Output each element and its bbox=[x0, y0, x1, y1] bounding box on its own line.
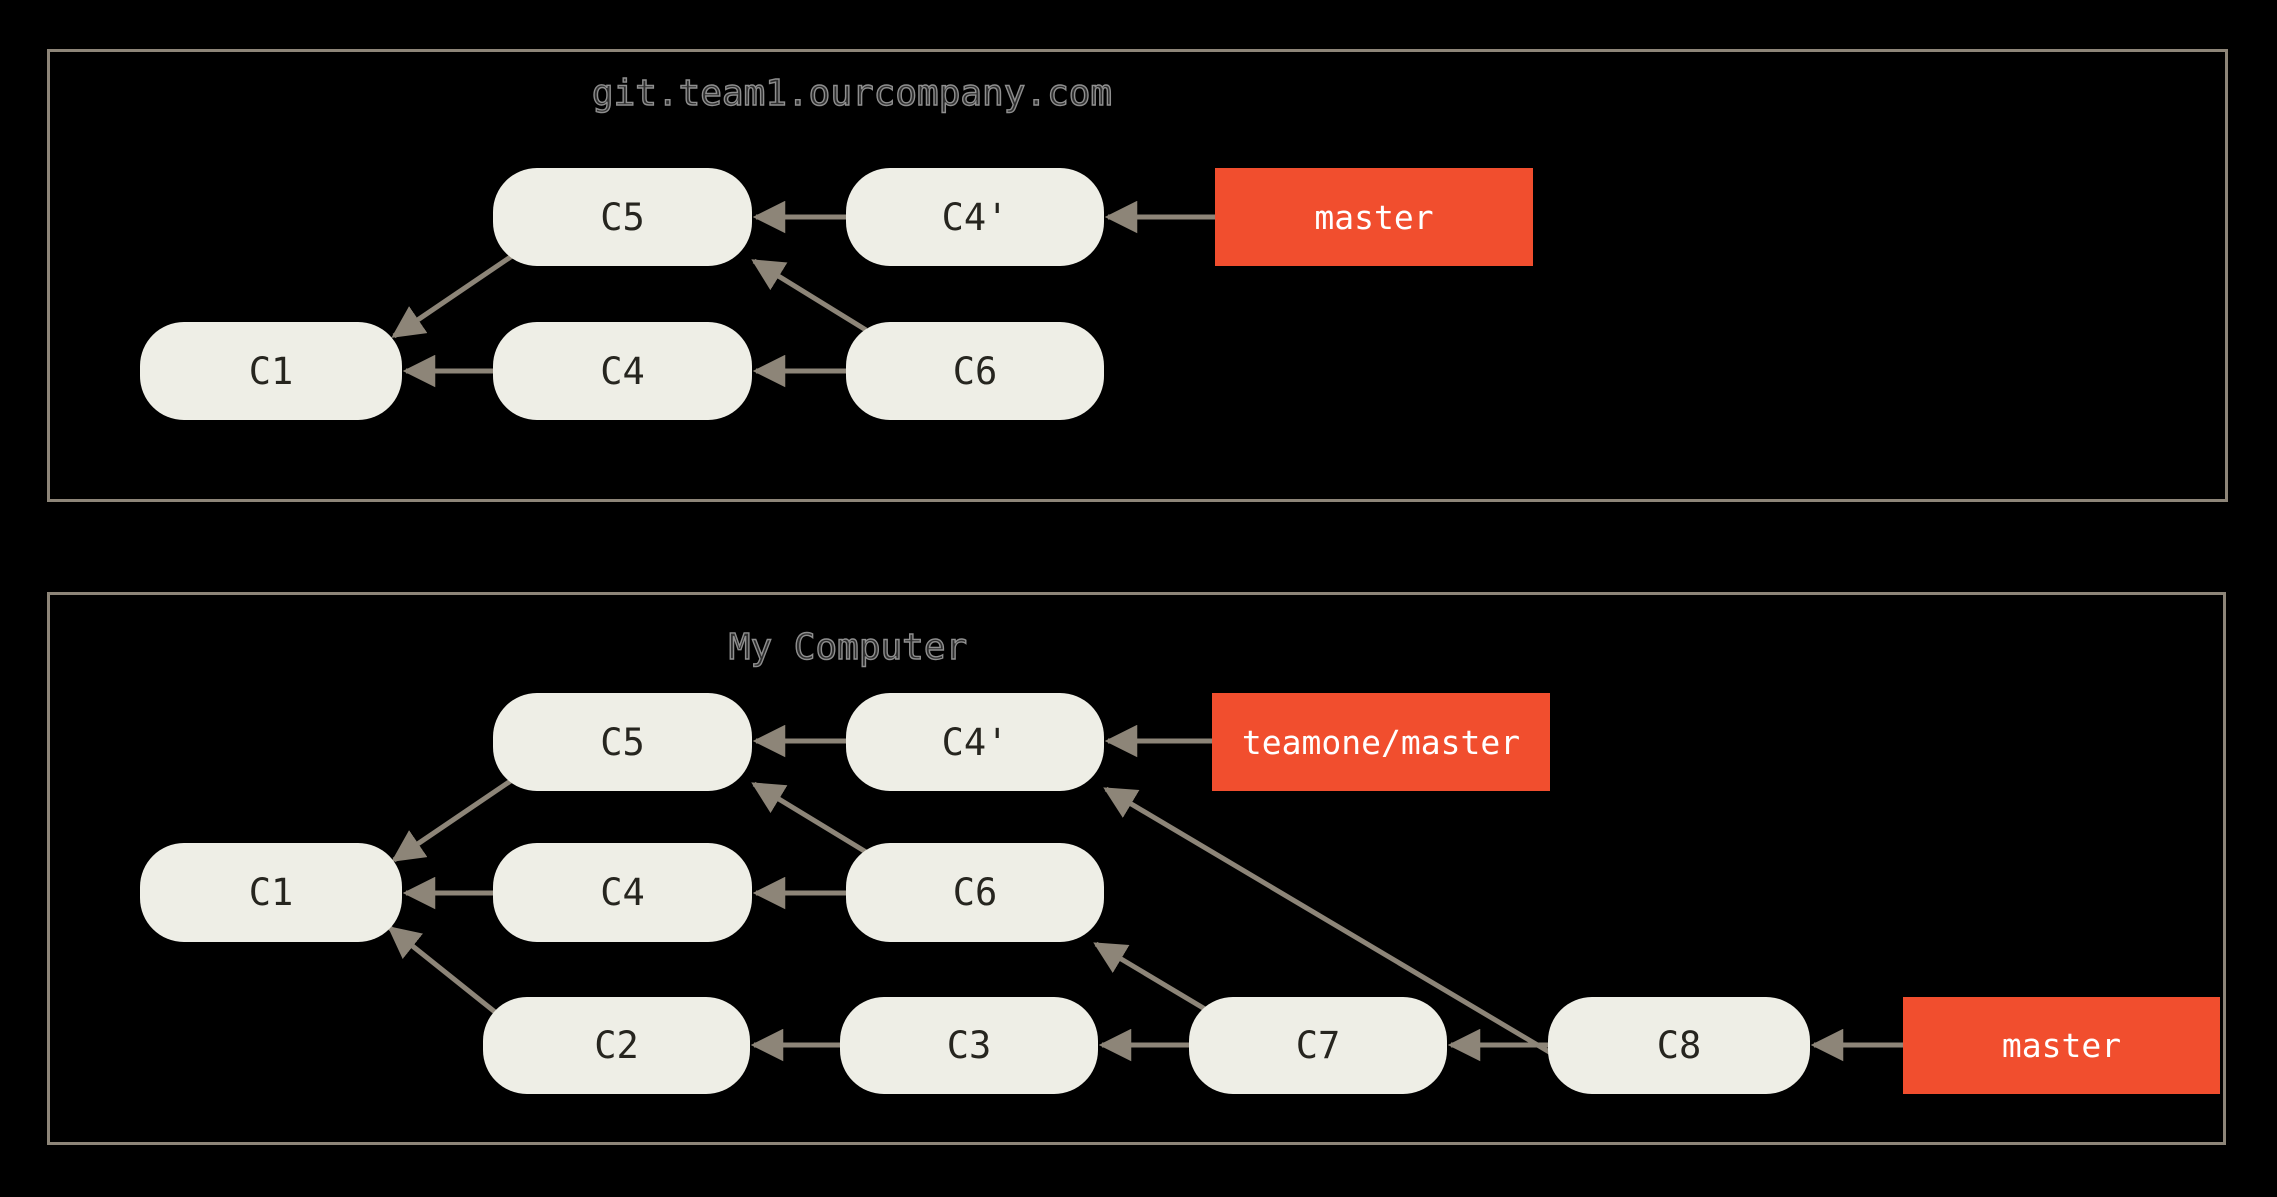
commit-node-remote-C1: C1 bbox=[140, 322, 402, 420]
branch-ref-remote-master: master bbox=[1215, 168, 1533, 266]
repo-box-local bbox=[47, 592, 2226, 1145]
repo-title-local: My Computer bbox=[728, 626, 968, 668]
commit-node-local-C2: C2 bbox=[483, 997, 750, 1094]
commit-node-local-C7: C7 bbox=[1189, 997, 1447, 1094]
commit-node-remote-C6: C6 bbox=[846, 322, 1104, 420]
branch-ref-local-master: master bbox=[1903, 997, 2220, 1094]
repo-title-remote: git.team1.ourcompany.com bbox=[591, 72, 1113, 114]
edge-local-C5-to-C1 bbox=[391, 777, 514, 863]
edge-local-C2-to-C1 bbox=[387, 925, 507, 1022]
commit-node-local-C4p: C4' bbox=[846, 693, 1104, 791]
commit-node-local-C1: C1 bbox=[140, 843, 402, 942]
commit-node-local-C8: C8 bbox=[1548, 997, 1810, 1094]
commit-node-local-C4: C4 bbox=[493, 843, 752, 942]
edge-local-C8-to-C4p bbox=[1103, 786, 1558, 1059]
edge-remote-C6-to-C5 bbox=[751, 258, 868, 333]
commit-node-local-C3: C3 bbox=[840, 997, 1098, 1094]
commit-node-remote-C4: C4 bbox=[493, 322, 752, 420]
commit-node-remote-C5: C5 bbox=[493, 168, 752, 266]
edge-local-C7-to-C6 bbox=[1093, 941, 1217, 1018]
commit-node-local-C5: C5 bbox=[493, 693, 752, 791]
repo-box-remote bbox=[47, 49, 2228, 502]
commit-node-local-C6: C6 bbox=[846, 843, 1104, 942]
edge-remote-C5-to-C1 bbox=[391, 253, 514, 339]
commit-node-remote-C4p: C4' bbox=[846, 168, 1104, 266]
edge-local-C6-to-C5 bbox=[751, 781, 868, 855]
branch-ref-local-teamone-master: teamone/master bbox=[1212, 693, 1550, 791]
